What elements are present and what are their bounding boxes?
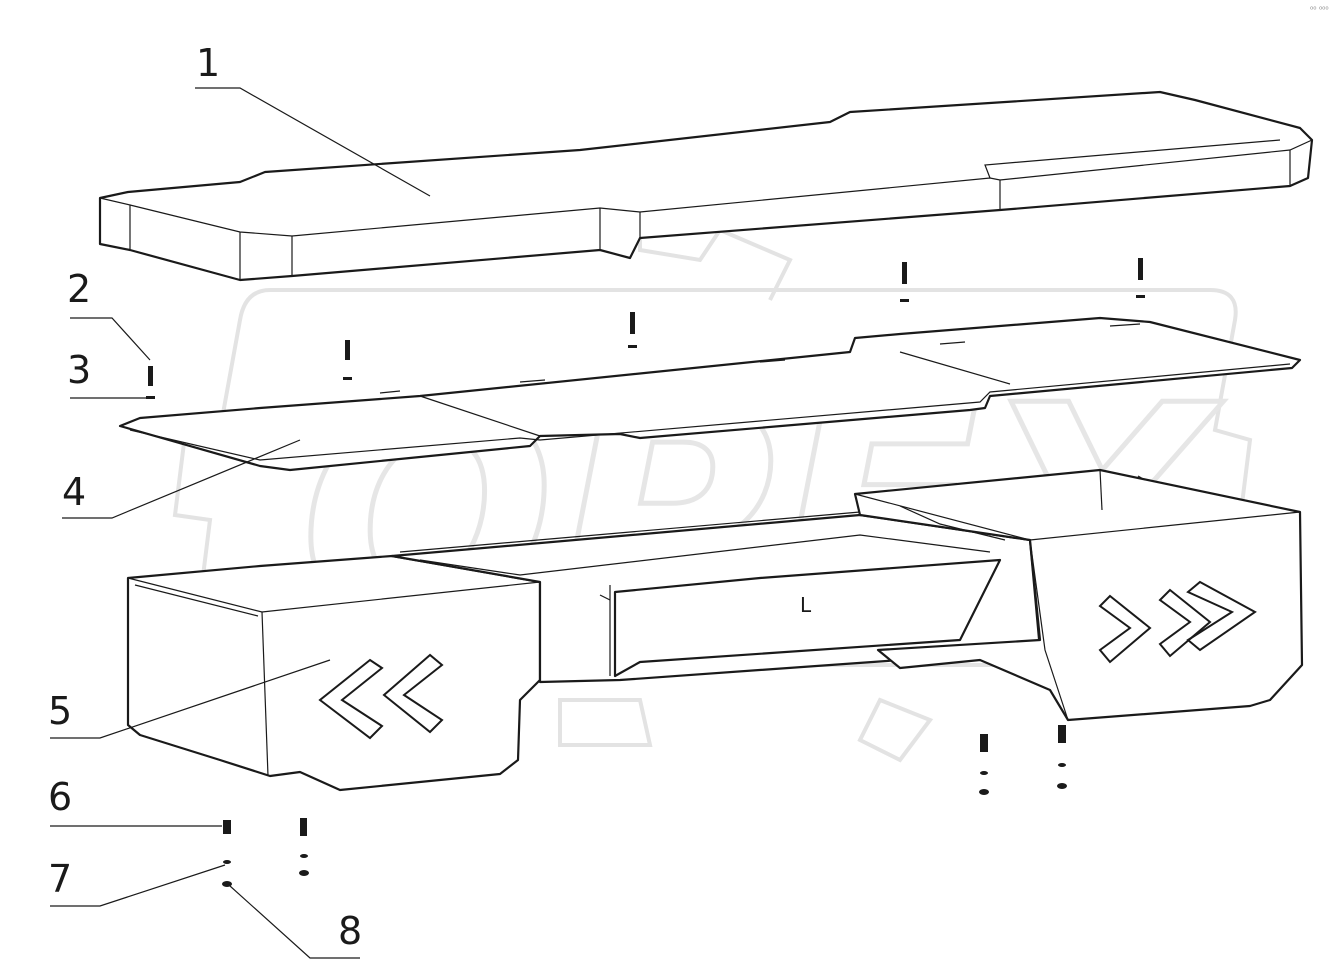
callout-leaders	[50, 87, 431, 959]
fastener-bolts	[146, 258, 1145, 887]
bolt-icon	[979, 734, 989, 795]
callout-1: 1	[196, 41, 220, 85]
callout-labels: 1 2 3 4 5 6 7 8	[48, 41, 362, 953]
callout-4: 4	[62, 470, 86, 514]
part-5-box-body: L	[126, 468, 1304, 792]
bolt-icon	[222, 820, 232, 887]
bolt-icon	[628, 312, 637, 348]
callout-7: 7	[48, 857, 72, 901]
callout-5: 5	[48, 689, 72, 733]
center-mark: L	[800, 593, 812, 617]
corner-text: ⁰⁰ ⁰⁰⁰	[1310, 5, 1329, 14]
bolt-icon	[299, 818, 309, 876]
callout-3: 3	[67, 348, 91, 392]
callout-6: 6	[48, 775, 72, 819]
bolt-icon	[146, 366, 155, 399]
bolt-icon	[343, 340, 352, 380]
bolt-icon	[900, 262, 909, 302]
bolt-icon	[1057, 725, 1067, 789]
callout-8: 8	[338, 909, 362, 953]
part-4-base-plate	[118, 316, 1302, 472]
part-1-seat-cushion	[98, 90, 1314, 282]
callout-2: 2	[67, 267, 91, 311]
bolt-icon	[1136, 258, 1145, 298]
